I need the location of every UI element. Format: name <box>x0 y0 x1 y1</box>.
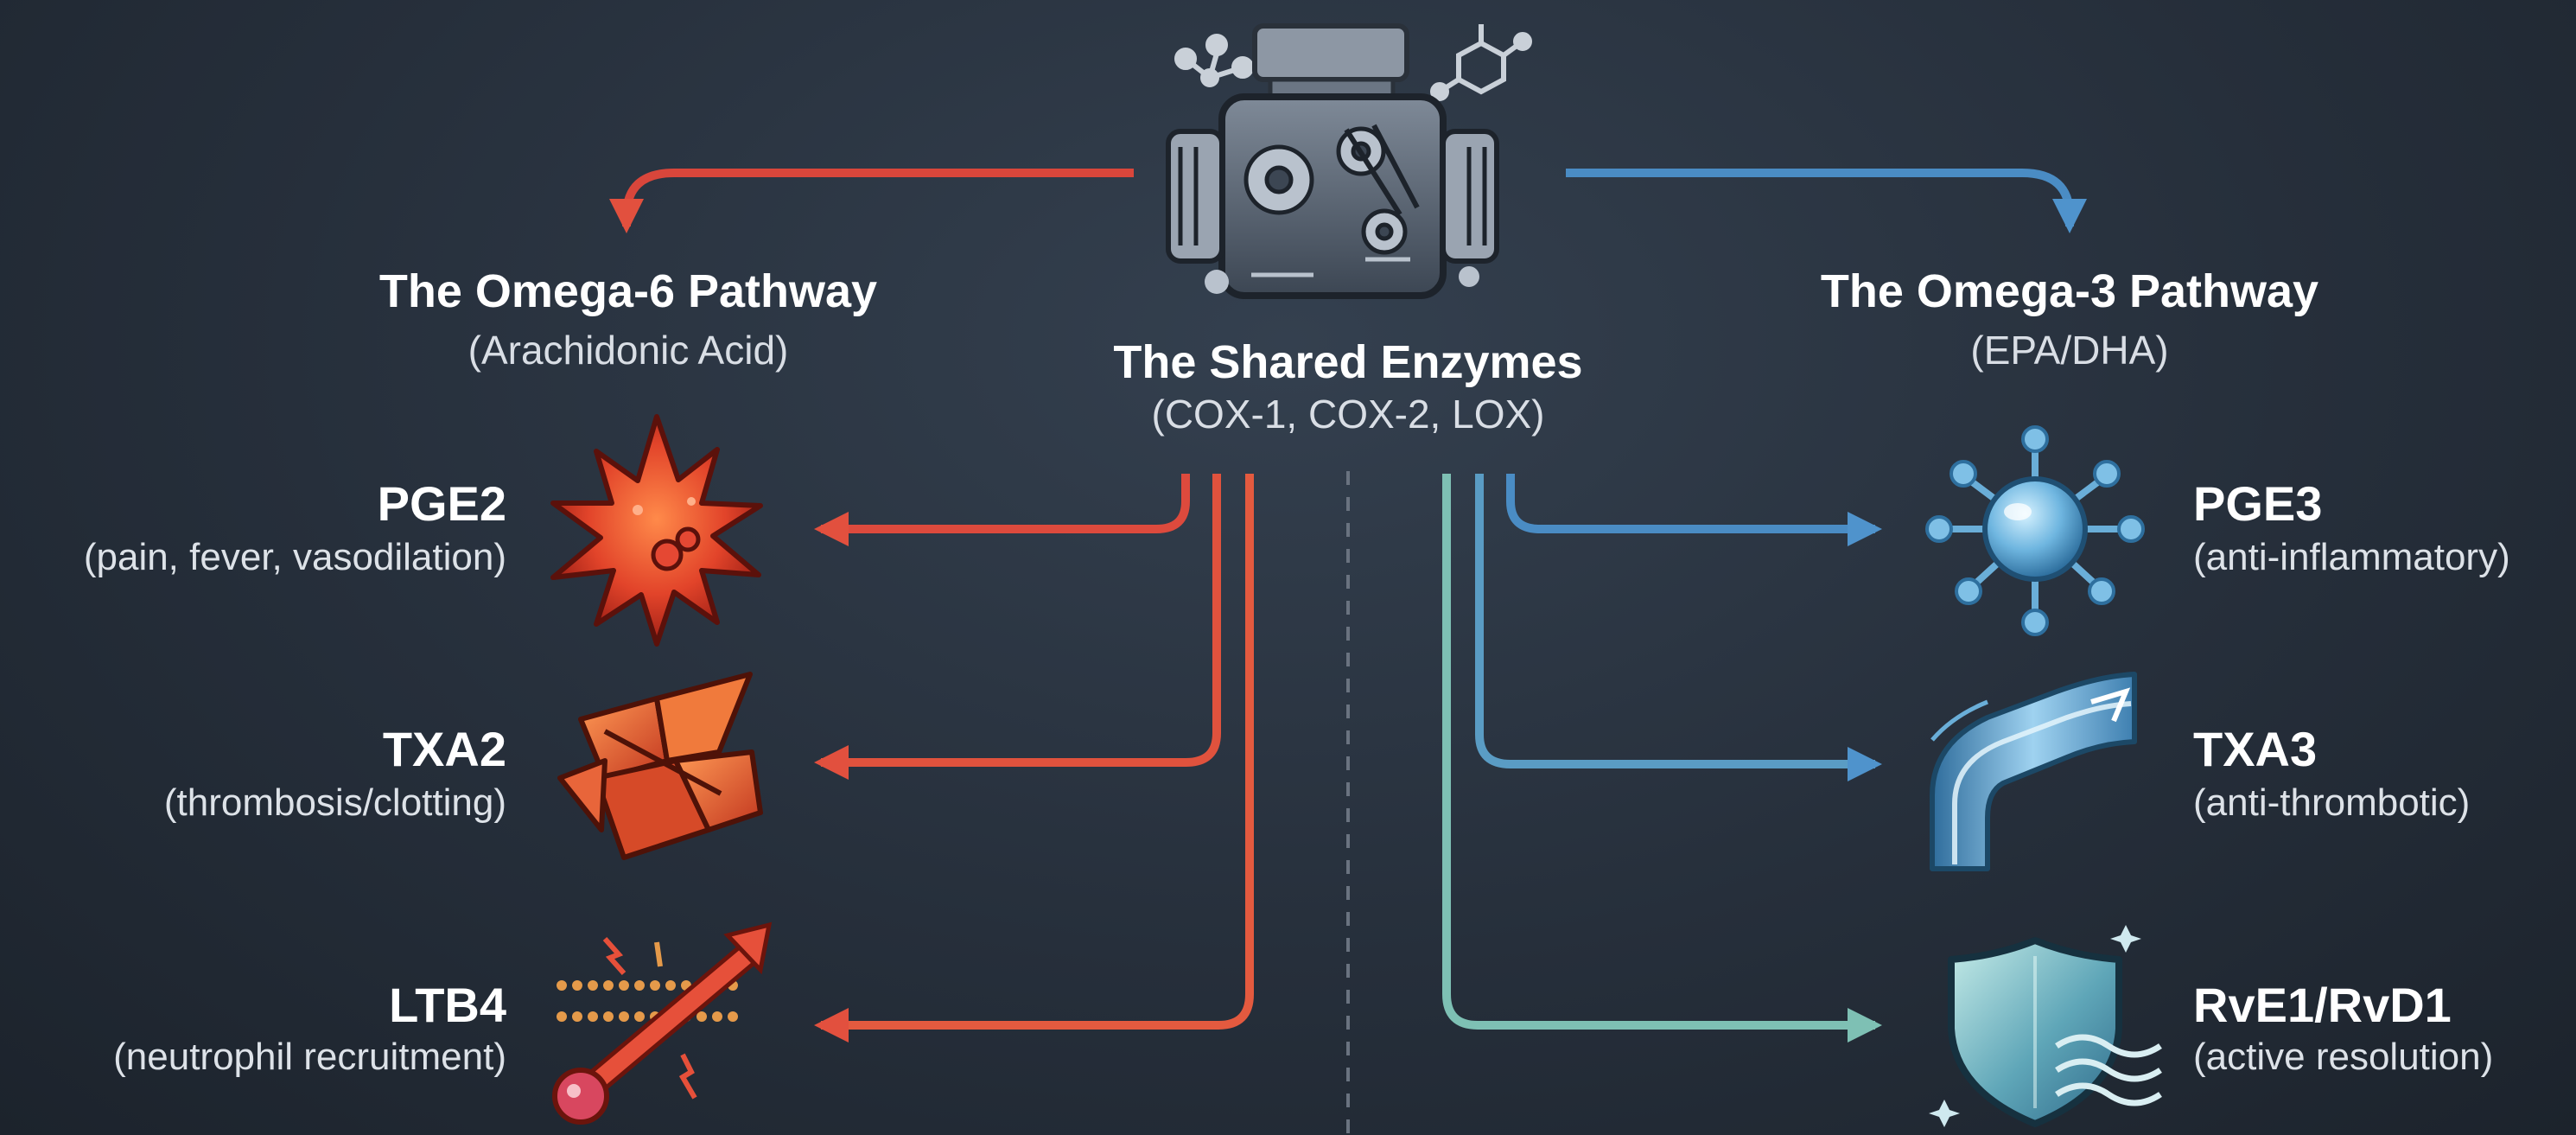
txa2-name: TXA2 <box>382 722 506 776</box>
txa2-desc: (thrombosis/clotting) <box>163 781 506 824</box>
arrow-to-pge2 <box>814 474 1190 546</box>
membrane-arrow-icon <box>552 921 773 1125</box>
engine-gears-icon <box>1166 23 1532 299</box>
ltb4-name: LTB4 <box>389 978 506 1032</box>
pge3-name: PGE3 <box>2193 476 2323 531</box>
pge2-desc: (pain, fever, vasodilation) <box>83 536 506 578</box>
omega3-title: The Omega-3 Pathway <box>1820 265 2319 317</box>
omega6-title: The Omega-6 Pathway <box>378 265 878 317</box>
center-title: The Shared Enzymes <box>1113 336 1583 388</box>
omega3-branch-arrow <box>1566 169 2087 233</box>
center-subtitle: (COX-1, COX-2, LOX) <box>1151 392 1545 437</box>
txa3-desc: (anti-thrombotic) <box>2193 781 2471 824</box>
arrow-to-txa3 <box>1475 474 1882 781</box>
spiky-inflammation-icon <box>550 414 763 647</box>
arrow-to-rve1 <box>1442 474 1882 1043</box>
txa3-name: TXA3 <box>2193 722 2318 776</box>
calm-cell-icon <box>1925 425 2145 636</box>
arrow-to-txa2 <box>814 474 1221 780</box>
pge3-desc: (anti-inflammatory) <box>2193 536 2510 578</box>
ltb4-desc: (neutrophil recruitment) <box>113 1036 506 1078</box>
rve1-rvd1-name: RvE1/RvD1 <box>2193 978 2452 1032</box>
rve1-rvd1-desc: (active resolution) <box>2193 1036 2494 1078</box>
shield-icon <box>1929 925 2162 1127</box>
clot-shards-icon <box>557 672 763 860</box>
pge2-name: PGE2 <box>377 476 506 531</box>
arrow-to-pge3 <box>1506 474 1882 546</box>
arrow-to-ltb4 <box>814 474 1254 1043</box>
omega3-subtitle: (EPA/DHA) <box>1970 328 2169 373</box>
flowing-vessel-icon <box>1930 672 2137 871</box>
omega6-branch-arrow <box>609 169 1134 233</box>
omega6-subtitle: (Arachidonic Acid) <box>467 328 789 373</box>
